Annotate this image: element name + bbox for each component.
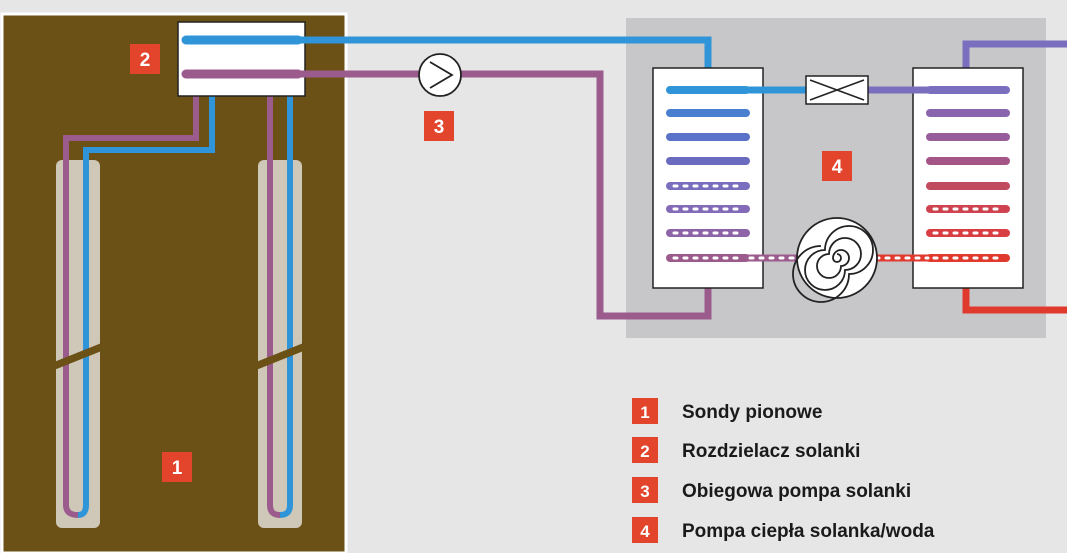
legend-text-4: Pompa ciepła solanka/woda — [682, 521, 935, 542]
evaporator-coils — [666, 86, 750, 262]
marker-4: 4 — [822, 151, 852, 181]
probe-casing-right — [258, 160, 302, 528]
legend: 1 Sondy pionowe 2 Rozdzielacz solanki 3 … — [632, 398, 935, 543]
legend-badge-2 — [632, 437, 658, 463]
marker-2: 2 — [130, 44, 160, 74]
condenser-box — [912, 67, 1024, 289]
marker-1-label: 1 — [172, 458, 183, 479]
legend-item-2: 2 Rozdzielacz solanki — [632, 437, 860, 463]
marker-1: 1 — [162, 452, 192, 482]
legend-badge-1 — [632, 398, 658, 424]
probe-left-pipe-warm — [63, 76, 199, 518]
legend-number-1: 1 — [640, 403, 649, 422]
legend-item-1: 1 Sondy pionowe — [632, 398, 822, 424]
valve-cross — [809, 79, 865, 101]
brine-manifold-box — [177, 21, 306, 97]
marker-2-label: 2 — [140, 50, 151, 71]
marker-2-badge — [130, 44, 160, 74]
marker-3-badge — [424, 111, 454, 141]
return-pipe-warm — [298, 70, 712, 320]
probe-right-break — [256, 342, 306, 370]
legend-number-4: 4 — [640, 522, 650, 541]
legend-number-2: 2 — [640, 442, 649, 461]
compressor-scroll — [792, 225, 874, 303]
circulation-pump-icon — [418, 53, 462, 97]
marker-3-label: 3 — [434, 117, 445, 138]
probe-casing-left — [56, 160, 100, 528]
probe-left-pipe-cold — [77, 44, 215, 518]
probe-right-pipe-warm — [267, 76, 281, 518]
legend-text-1: Sondy pionowe — [682, 402, 822, 423]
heating-pipe-hot — [962, 288, 1067, 314]
legend-text-2: Rozdzielacz solanki — [682, 441, 860, 462]
legend-item-4: 4 Pompa ciepła solanka/woda — [632, 517, 935, 543]
marker-4-label: 4 — [832, 157, 843, 178]
marker-4-badge — [822, 151, 852, 181]
probe-left-break — [54, 342, 104, 370]
marker-1-badge — [162, 452, 192, 482]
evaporator-box — [652, 67, 764, 289]
legend-item-3: 3 Obiegowa pompa solanki — [632, 477, 911, 503]
marker-3: 3 — [424, 111, 454, 141]
legend-badge-3 — [632, 477, 658, 503]
legend-text-3: Obiegowa pompa solanki — [682, 481, 911, 502]
pump-chevron — [429, 61, 454, 89]
condenser-coils — [926, 86, 1010, 262]
expansion-valve-icon — [805, 75, 869, 105]
legend-number-3: 3 — [640, 482, 649, 501]
legend-badge-4 — [632, 517, 658, 543]
probe-right-pipe-cold — [279, 44, 293, 518]
